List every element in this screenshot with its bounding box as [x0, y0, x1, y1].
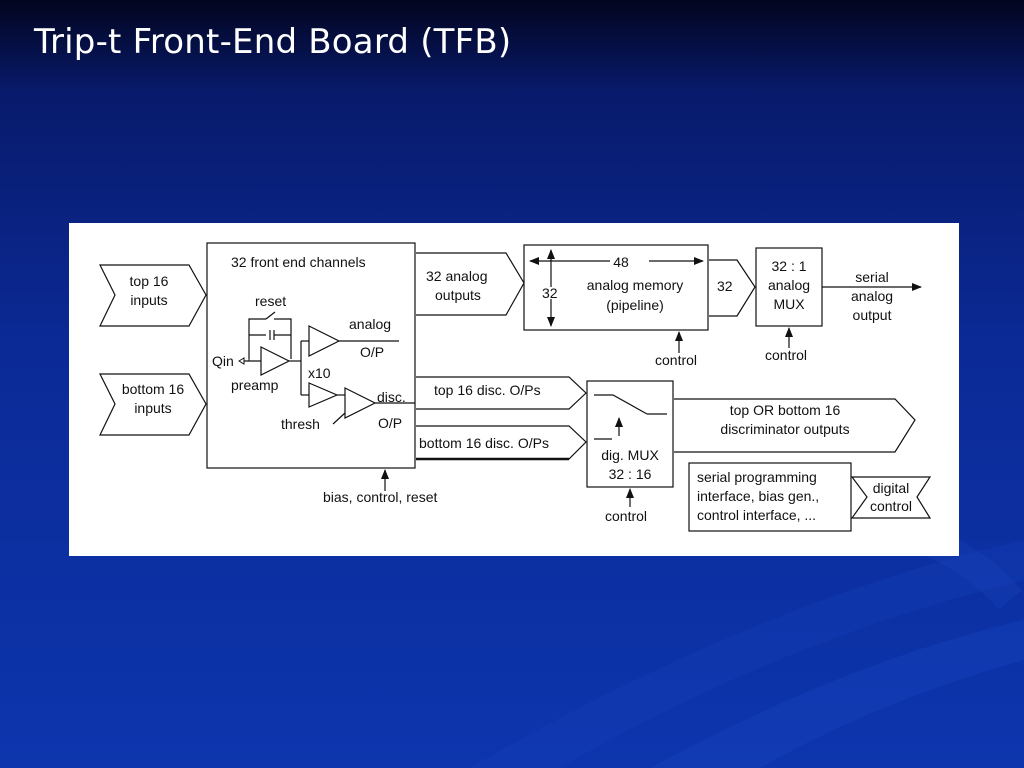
analog-op-label-2: O/P: [360, 344, 384, 360]
serial-prog-label-2: interface, bias gen.,: [697, 488, 819, 504]
bottom-inputs-label-1: bottom 16: [122, 381, 184, 397]
analog-outputs-label-1: 32 analog: [426, 268, 488, 284]
digital-mux-label-1: dig. MUX: [601, 447, 659, 463]
analog-op-label-1: analog: [349, 316, 391, 332]
reset-label: reset: [255, 293, 286, 309]
shaper-amplifier: [308, 382, 339, 408]
top-disc-arrow: [416, 376, 587, 410]
bottom-disc-label: bottom 16 disc. O/Ps: [419, 435, 549, 451]
preamp-label: preamp: [231, 377, 279, 393]
serial-output-label-2: analog: [851, 288, 893, 304]
digital-control-arrow: [850, 476, 932, 519]
analog-mux-box: [755, 247, 823, 327]
analog-mux-label-3: MUX: [773, 296, 805, 312]
serial-output-label-3: output: [853, 307, 892, 323]
analog-outputs-arrow: [416, 252, 525, 316]
serial-output-label-1: serial: [855, 269, 888, 285]
mux-switch: [594, 394, 667, 415]
memory-control-label: control: [655, 352, 697, 368]
memory-depth-label: 32: [542, 285, 558, 301]
bottom-inputs-arrow: [99, 373, 207, 436]
disc-output-label-2: discriminator outputs: [720, 421, 849, 437]
memory-to-mux-arrow: [709, 259, 756, 317]
link-32-label: 32: [717, 278, 733, 294]
digital-control-label-1: digital: [873, 480, 910, 496]
slide-title: Trip-t Front-End Board (TFB): [34, 22, 512, 62]
front-end-title: 32 front end channels: [231, 254, 366, 270]
serial-programming-box: [688, 462, 852, 532]
analog-mux-label-1: 32 : 1: [771, 258, 806, 274]
disc-op-label-2: O/P: [378, 415, 402, 431]
thresh-label: thresh: [281, 416, 320, 432]
analog-mux-label-2: analog: [768, 277, 810, 293]
memory-width-label: 48: [613, 254, 629, 270]
analog-mux-control-label: control: [765, 347, 807, 363]
reset-switch: [248, 318, 292, 323]
bottom-inputs-label-2: inputs: [134, 400, 171, 416]
memory-label-2: (pipeline): [606, 297, 664, 313]
serial-prog-label-3: control interface, ...: [697, 507, 816, 523]
digital-mux-label-2: 32 : 16: [609, 466, 652, 482]
analog-outputs-label-2: outputs: [435, 287, 481, 303]
qin-label: Qin: [212, 353, 234, 369]
feedback-capacitor: [249, 330, 291, 340]
x10-label: x10: [308, 365, 331, 381]
memory-label-1: analog memory: [587, 277, 684, 293]
block-diagram: top 16 inputs bottom 16 inputs 32 front …: [69, 223, 959, 556]
digital-mux-control-label: control: [605, 508, 647, 524]
top-inputs-arrow: [99, 264, 207, 327]
disc-output-label-1: top OR bottom 16: [730, 402, 841, 418]
discriminator-outputs-arrow: [674, 398, 916, 453]
discriminator: [344, 387, 377, 419]
disc-op-label-1: disc.: [377, 389, 406, 405]
top-disc-label: top 16 disc. O/Ps: [434, 382, 541, 398]
serial-prog-label-1: serial programming: [697, 469, 817, 485]
digital-control-label-2: control: [870, 498, 912, 514]
analog-memory-box: [523, 244, 709, 331]
top-inputs-label-2: inputs: [130, 292, 167, 308]
bias-control-reset-label: bias, control, reset: [323, 489, 437, 505]
preamp-triangle: [260, 346, 291, 376]
top-inputs-label-1: top 16: [130, 273, 169, 289]
x10-amplifier: [308, 325, 341, 357]
digital-mux-box: [586, 380, 674, 488]
